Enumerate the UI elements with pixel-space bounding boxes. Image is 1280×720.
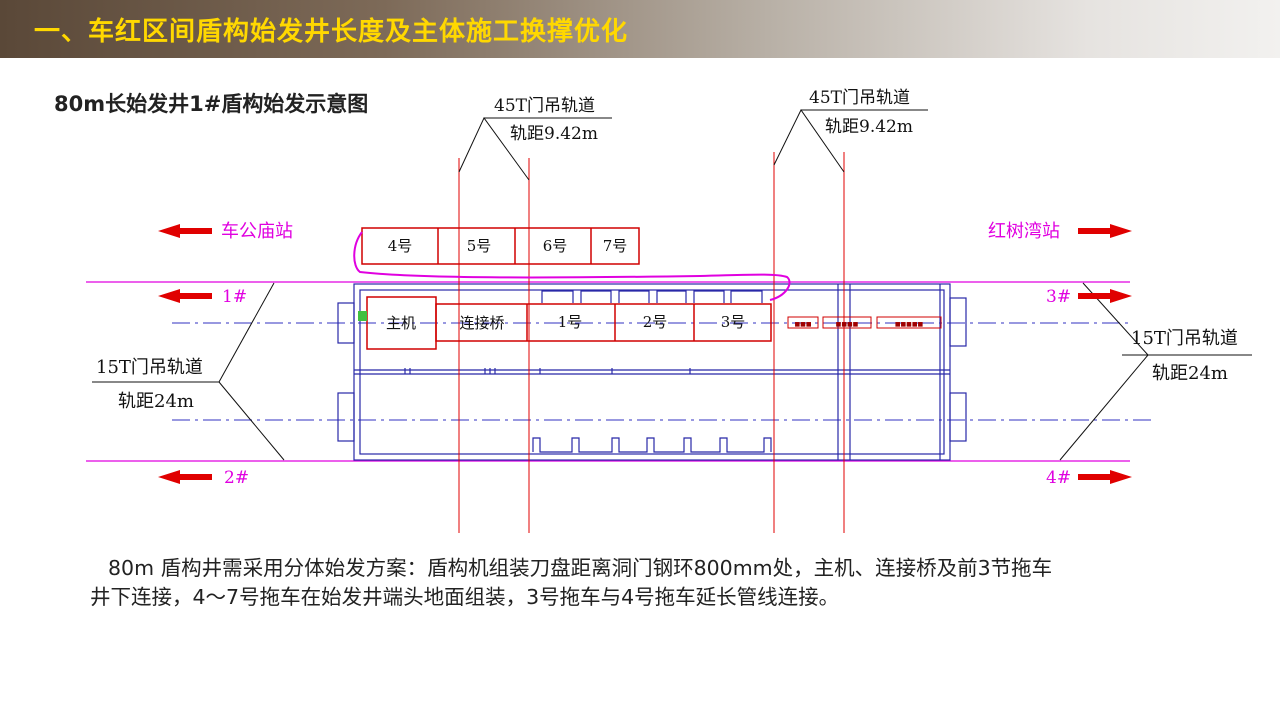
track-2-label: 2# — [224, 468, 249, 488]
description-text: 80m 盾构井需采用分体始发方案：盾构机组装刀盘距离洞门钢环800mm处，主机、… — [90, 554, 1210, 612]
arrow-right-icon — [1078, 289, 1132, 303]
diagram-title: 80m长始发井1#盾构始发示意图 — [54, 92, 369, 116]
leader-lines-45t — [458, 109, 928, 181]
station-left-label: 车公庙站 — [221, 221, 293, 242]
header-banner: 一、车红区间盾构始发井长度及主体施工换撑优化 — [0, 0, 1280, 58]
description-line-2: 井下连接，4～7号拖车在始发井端头地面组装，3号拖车与4号拖车延长管线连接。 — [90, 585, 840, 609]
small-box-label: ■■■ — [794, 321, 811, 328]
track-3-label: 3# — [1046, 287, 1071, 307]
gantry-15t-right-gauge: 轨距24m — [1152, 363, 1228, 384]
gantry-45t-rails — [458, 152, 845, 533]
surface-trailers — [361, 227, 640, 265]
surface-trailer-label: 7号 — [603, 237, 628, 255]
gantry-15t-right-label: 15T门吊轨道 — [1131, 328, 1238, 349]
leader-lines-15t — [92, 282, 1252, 461]
shaft-equipment — [366, 296, 942, 350]
station-right-label: 红树湾站 — [988, 221, 1060, 242]
arrow-left-icon — [158, 224, 212, 238]
gantry-45t-right-label: 45T门吊轨道 — [809, 88, 910, 108]
gantry-15t-left-gauge: 轨距24m — [118, 391, 194, 412]
surface-group-outline — [353, 231, 791, 301]
shaft-trailer-label: 2号 — [643, 313, 668, 331]
gantry-45t-right-gauge: 轨距9.42m — [825, 117, 913, 137]
surface-trailer-label: 4号 — [388, 237, 413, 255]
arrow-right-icon — [1078, 470, 1132, 484]
connecting-bridge-label: 连接桥 — [459, 314, 504, 332]
main-machine-label: 主机 — [386, 314, 416, 332]
surface-trailer-label: 5号 — [467, 237, 492, 255]
track-4-label: 4# — [1046, 468, 1071, 488]
gantry-45t-left-gauge: 轨距9.42m — [510, 124, 598, 144]
shaft-trailer-label: 3号 — [721, 313, 746, 331]
cutterhead-marker-icon — [358, 311, 367, 321]
small-box-label: ■■■■■ — [895, 321, 924, 328]
shaft-trailer-label: 1号 — [558, 313, 583, 331]
track-1-label: 1# — [222, 287, 247, 307]
arrow-right-icon — [1078, 224, 1132, 238]
gantry-15t-left-label: 15T门吊轨道 — [96, 357, 203, 378]
arrow-left-icon — [158, 289, 212, 303]
surface-trailer-label: 6号 — [543, 237, 568, 255]
description-line-1: 80m 盾构井需采用分体始发方案：盾构机组装刀盘距离洞门钢环800mm处，主机、… — [108, 556, 1053, 580]
arrow-left-icon — [158, 470, 212, 484]
gantry-45t-left-label: 45T门吊轨道 — [494, 96, 595, 116]
launch-shaft-structure — [337, 283, 967, 461]
small-box-label: ■■■■ — [836, 321, 859, 328]
page-title: 一、车红区间盾构始发井长度及主体施工换撑优化 — [34, 17, 629, 47]
